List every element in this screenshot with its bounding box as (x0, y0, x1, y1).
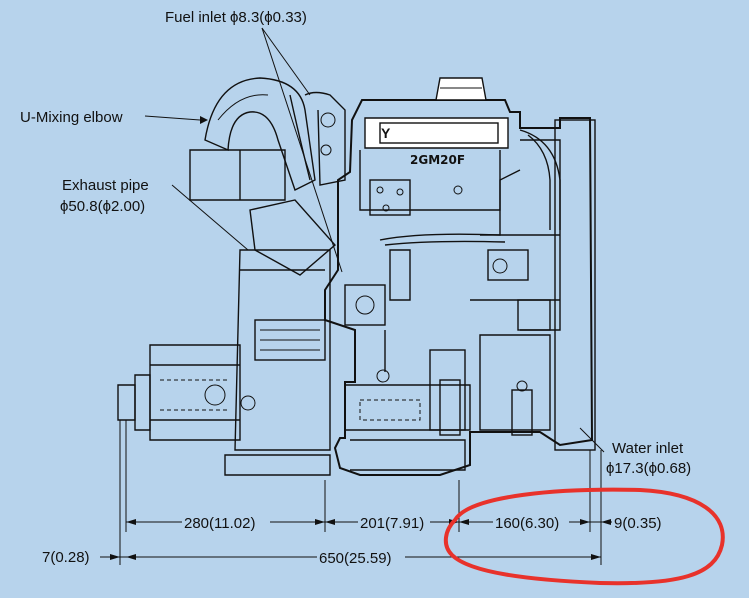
model-label: 2GM20F (410, 153, 465, 167)
exhaust-pipe-size-label: ϕ50.8(ϕ2.00) (60, 198, 145, 215)
gearbox-drawing (117, 249, 331, 476)
leader-lines (144, 27, 605, 453)
dimension-160: 160(6.30) (495, 515, 559, 532)
fuel-inlet-label: Fuel inlet ϕ8.3(ϕ0.33) (165, 9, 307, 26)
water-inlet-size-label: ϕ17.3(ϕ0.68) (606, 460, 691, 477)
exhaust-pipe-label: Exhaust pipe (62, 177, 149, 194)
dimension-650: 650(25.59) (319, 550, 392, 567)
water-inlet-label: Water inlet (612, 440, 684, 457)
dimension-7: 7(0.28) (42, 549, 90, 566)
red-highlight-ellipse (443, 487, 725, 586)
dimension-9: 9(0.35) (614, 515, 662, 532)
svg-text:Y: Y (381, 125, 391, 141)
dimension-280: 280(11.02) (184, 515, 255, 532)
mixing-elbow-drawing (189, 77, 346, 276)
dimension-201: 201(7.91) (360, 515, 424, 532)
u-mixing-elbow-label: U-Mixing elbow (20, 109, 123, 126)
engine-body: Y (324, 77, 596, 476)
